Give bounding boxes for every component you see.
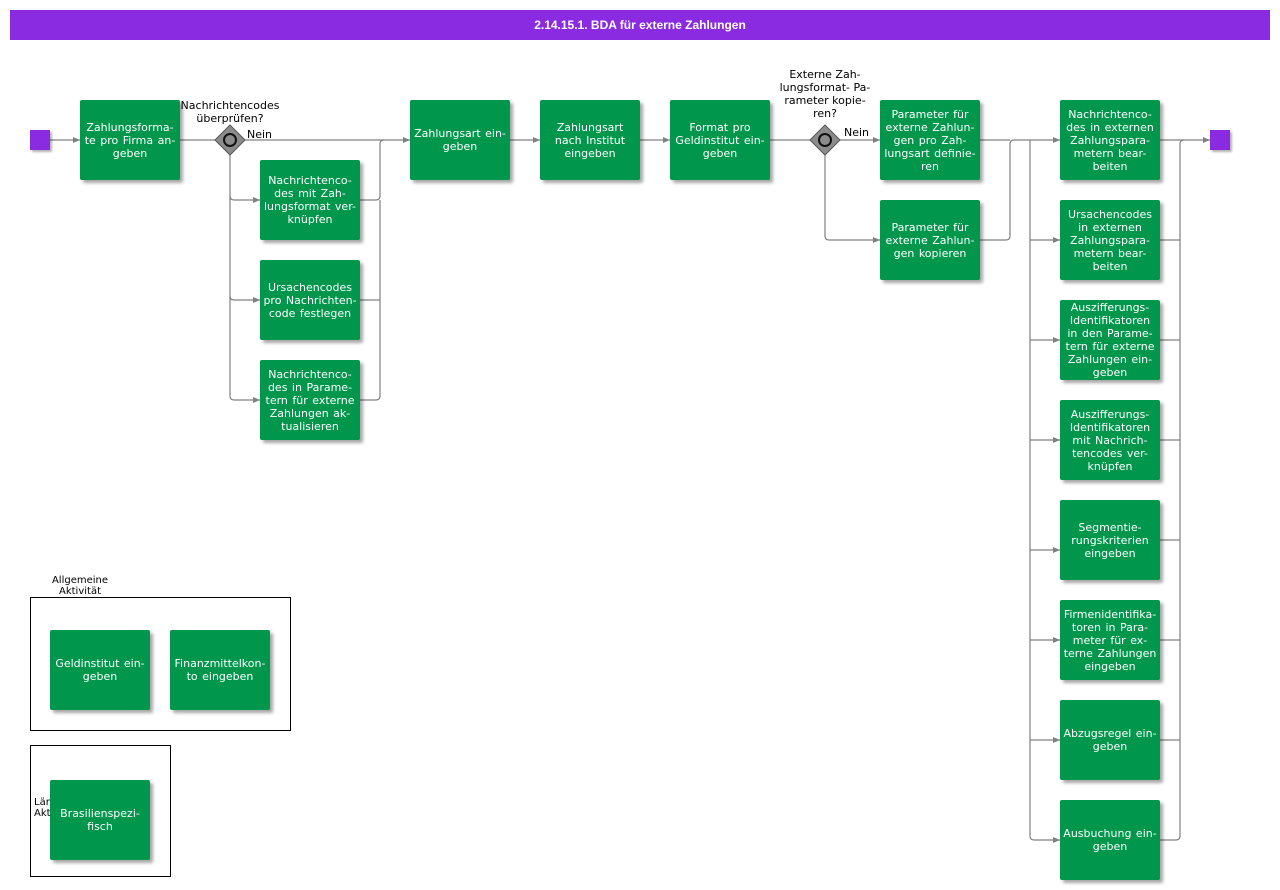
activity-ursachencodes-bearbeiten[interactable]: Ursachencodes in externen Zahlungspara- … (1060, 200, 1160, 280)
decision-gateway-1 (214, 124, 246, 156)
activity-ausziffe-identifikatoren-eingeben[interactable]: Ausziffe­rungs- Identifikatoren in den P… (1060, 300, 1160, 380)
activity-ausbuchung[interactable]: Ausbuchung ein- geben (1060, 800, 1160, 880)
legend-activity-geldinstitut[interactable]: Geldinstitut ein- geben (50, 630, 150, 710)
activity-ausziffe-identifikatoren-verknuepfen[interactable]: Ausziffe­rungs- Identifikatoren mit Nach… (1060, 400, 1160, 480)
legend-general-title: Allgemeine Aktivität (51, 575, 109, 597)
gateway-2-no-label: Nein (844, 126, 870, 139)
start-event (30, 130, 50, 150)
activity-nachrichtencodes-aktualisieren[interactable]: Nachrichtenco- des in Parame- tern für e… (260, 360, 360, 440)
activity-nachrichtencodes-verknuepfen[interactable]: Nachrichtenco- des mit Zah- lungsformat … (260, 160, 360, 240)
end-event (1210, 130, 1230, 150)
activity-zahlungsart-nach-institut[interactable]: Zahlungsart nach Institut eingeben (540, 100, 640, 180)
activity-firmenidentifikatoren[interactable]: Firmenidentifika- toren in Para- meter f… (1060, 600, 1160, 680)
activity-nachrichtencodes-bearbeiten[interactable]: Nachrichtenco- des in externen Zahlungsp… (1060, 100, 1160, 180)
activity-abzugsregel[interactable]: Abzugsregel ein- geben (1060, 700, 1160, 780)
legend-activity-finanzmittelkonto[interactable]: Finanzmittelkon- to eingeben (170, 630, 270, 710)
activity-parameter-kopieren[interactable]: Parameter für externe Zahlun- gen kopier… (880, 200, 980, 280)
gateway-2-label: Externe Zah- lungsformat- Pa- rameter ko… (779, 68, 871, 120)
activity-parameter-definieren[interactable]: Parameter für externe Zahlun- gen pro Za… (880, 100, 980, 180)
legend-activity-brasilien[interactable]: Brasilienspezi- fisch (50, 780, 150, 860)
gateway-1-no-label: Nein (247, 128, 273, 141)
activity-segmentierungskriterien[interactable]: Segmentie- rungskriterien eingeben (1060, 500, 1160, 580)
gateway-1-label: Nachrichtencodes überprüfen? (180, 99, 280, 125)
activity-zahlungsformate-pro-firma[interactable]: Zahlungsforma- te pro Firma an- geben (80, 100, 180, 180)
activity-ursachencodes-festlegen[interactable]: Ursachencodes pro Nachrichten- code fest… (260, 260, 360, 340)
activity-zahlungsart-eingeben[interactable]: Zahlungsart ein- geben (410, 100, 510, 180)
page-title: 2.14.15.1. BDA für externe Zahlungen (10, 10, 1270, 40)
decision-gateway-2 (809, 124, 841, 156)
legend-country-title: Län Akt (34, 797, 53, 819)
activity-format-pro-geldinstitut[interactable]: Format pro Geldinstitut ein- geben (670, 100, 770, 180)
